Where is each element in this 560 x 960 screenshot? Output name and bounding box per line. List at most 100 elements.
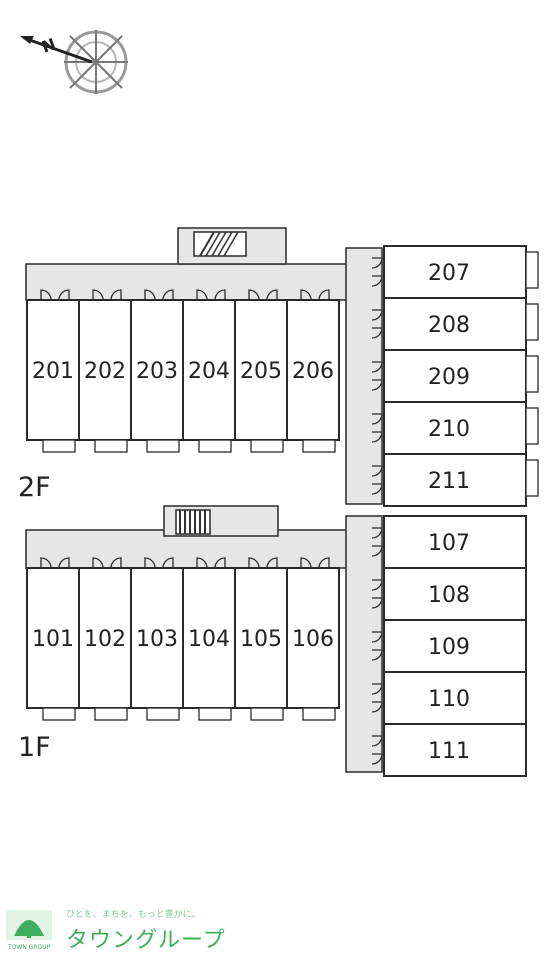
door-icon bbox=[318, 289, 330, 301]
balcony-205 bbox=[250, 439, 284, 453]
door-icon bbox=[371, 649, 383, 661]
floor-label-2f: 2F bbox=[18, 472, 51, 503]
unit-110 bbox=[383, 671, 527, 725]
unit-label-111: 111 bbox=[428, 739, 470, 764]
door-icon bbox=[371, 631, 383, 643]
door-icon bbox=[371, 683, 383, 695]
balcony-206 bbox=[302, 439, 336, 453]
balcony-203 bbox=[146, 439, 180, 453]
door-icon bbox=[371, 257, 383, 269]
stair-icon bbox=[199, 231, 239, 257]
unit-106 bbox=[286, 567, 340, 709]
door-icon bbox=[371, 465, 383, 477]
door-icon bbox=[110, 289, 122, 301]
floor-2f bbox=[25, 227, 383, 505]
door-icon bbox=[196, 557, 208, 569]
unit-label-205: 205 bbox=[240, 359, 282, 384]
balcony-208 bbox=[525, 303, 539, 341]
unit-211 bbox=[383, 453, 527, 507]
door-icon bbox=[110, 557, 122, 569]
door-icon bbox=[371, 361, 383, 373]
door-icon bbox=[58, 289, 70, 301]
door-icon bbox=[371, 379, 383, 391]
unit-209 bbox=[383, 349, 527, 403]
door-icon bbox=[300, 557, 312, 569]
door-icon bbox=[214, 289, 226, 301]
door-icon bbox=[162, 289, 174, 301]
door-icon bbox=[144, 557, 156, 569]
door-icon bbox=[300, 289, 312, 301]
door-icon bbox=[371, 309, 383, 321]
logo-name: タウングループ bbox=[66, 928, 226, 953]
door-icon bbox=[248, 557, 260, 569]
balcony-103 bbox=[146, 707, 180, 721]
balcony-210 bbox=[525, 407, 539, 445]
door-icon bbox=[248, 289, 260, 301]
town-group-logo-icon bbox=[6, 910, 52, 940]
logo-small-text: TOWN GROUP bbox=[8, 944, 51, 951]
door-icon bbox=[371, 275, 383, 287]
unit-label-201: 201 bbox=[32, 359, 74, 384]
door-icon bbox=[196, 289, 208, 301]
unit-label-202: 202 bbox=[84, 359, 126, 384]
balcony-209 bbox=[525, 355, 539, 393]
door-icon bbox=[144, 289, 156, 301]
unit-label-102: 102 bbox=[84, 627, 126, 652]
unit-label-104: 104 bbox=[188, 627, 230, 652]
unit-204 bbox=[182, 299, 236, 441]
door-icon bbox=[371, 483, 383, 495]
unit-208 bbox=[383, 297, 527, 351]
balcony-207 bbox=[525, 251, 539, 289]
unit-111 bbox=[383, 723, 527, 777]
balcony-201 bbox=[42, 439, 76, 453]
unit-label-103: 103 bbox=[136, 627, 178, 652]
unit-label-110: 110 bbox=[428, 687, 470, 712]
unit-label-106: 106 bbox=[292, 627, 334, 652]
unit-label-105: 105 bbox=[240, 627, 282, 652]
stair-icon bbox=[175, 509, 211, 535]
unit-205 bbox=[234, 299, 288, 441]
unit-201 bbox=[26, 299, 80, 441]
unit-103 bbox=[130, 567, 184, 709]
unit-label-108: 108 bbox=[428, 583, 470, 608]
floor-label-1f: 1F bbox=[18, 732, 51, 763]
unit-label-211: 211 bbox=[428, 469, 470, 494]
unit-108 bbox=[383, 567, 527, 621]
door-icon bbox=[266, 557, 278, 569]
door-icon bbox=[371, 753, 383, 765]
door-icon bbox=[371, 327, 383, 339]
door-icon bbox=[92, 557, 104, 569]
unit-label-210: 210 bbox=[428, 417, 470, 442]
door-icon bbox=[92, 289, 104, 301]
balcony-105 bbox=[250, 707, 284, 721]
unit-107 bbox=[383, 515, 527, 569]
unit-label-208: 208 bbox=[428, 313, 470, 338]
unit-104 bbox=[182, 567, 236, 709]
unit-label-107: 107 bbox=[428, 531, 470, 556]
unit-label-101: 101 bbox=[32, 627, 74, 652]
unit-label-207: 207 bbox=[428, 261, 470, 286]
balcony-106 bbox=[302, 707, 336, 721]
unit-label-206: 206 bbox=[292, 359, 334, 384]
door-icon bbox=[58, 557, 70, 569]
door-icon bbox=[371, 527, 383, 539]
door-icon bbox=[371, 413, 383, 425]
balcony-102 bbox=[94, 707, 128, 721]
unit-105 bbox=[234, 567, 288, 709]
door-icon bbox=[162, 557, 174, 569]
balcony-101 bbox=[42, 707, 76, 721]
door-icon bbox=[214, 557, 226, 569]
unit-label-109: 109 bbox=[428, 635, 470, 660]
door-icon bbox=[371, 701, 383, 713]
door-icon bbox=[371, 597, 383, 609]
door-icon bbox=[371, 735, 383, 747]
door-icon bbox=[40, 289, 52, 301]
door-icon bbox=[371, 431, 383, 443]
unit-label-204: 204 bbox=[188, 359, 230, 384]
north-label: N bbox=[39, 34, 58, 56]
door-icon bbox=[40, 557, 52, 569]
compass-rose-icon: N bbox=[20, 30, 128, 94]
unit-label-209: 209 bbox=[428, 365, 470, 390]
unit-label-203: 203 bbox=[136, 359, 178, 384]
